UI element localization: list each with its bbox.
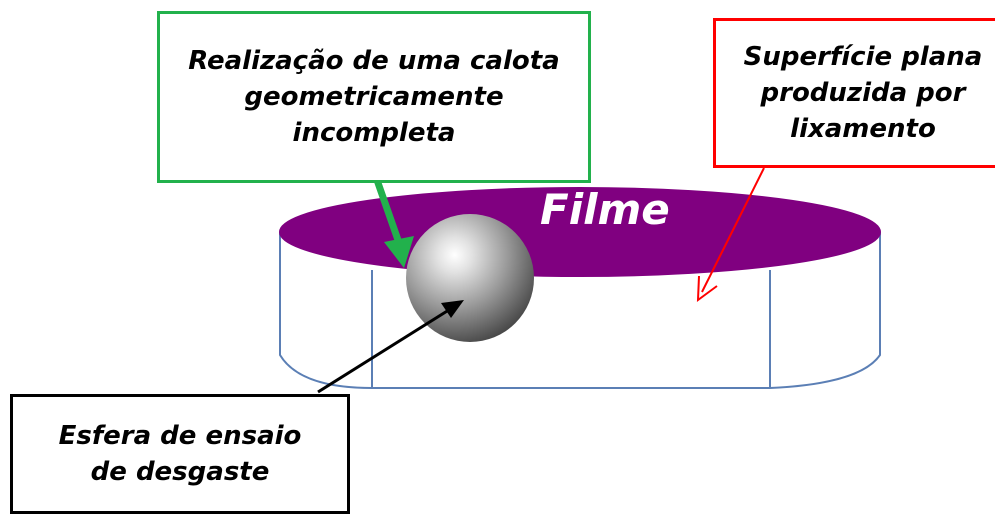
surface-callout: Superfície plana produzida por lixamento (713, 18, 995, 168)
sphere-callout-line-2: de desgaste (90, 457, 270, 487)
test-sphere (406, 214, 534, 342)
cap-callout: Realização de uma calota geometricamente… (157, 11, 591, 183)
diagram-scene (279, 156, 881, 394)
cap-callout-line-2: geometricamente (244, 82, 504, 112)
surface-arrow (696, 167, 765, 303)
cap-callout-line-1: Realização de uma calota (188, 46, 560, 76)
surface-callout-line-1: Superfície plana (743, 42, 983, 72)
specimen-cylinder (279, 232, 881, 389)
sphere-callout: Esfera de ensaio de desgaste (10, 394, 350, 514)
sphere-arrow (317, 300, 464, 394)
surface-callout-line-2: produzida por (760, 78, 966, 108)
film-label: Filme (540, 185, 670, 234)
surface-callout-line-3: lixamento (790, 114, 936, 144)
cap-callout-line-3: incompleta (292, 118, 456, 148)
sphere-callout-line-1: Esfera de ensaio (58, 421, 302, 451)
